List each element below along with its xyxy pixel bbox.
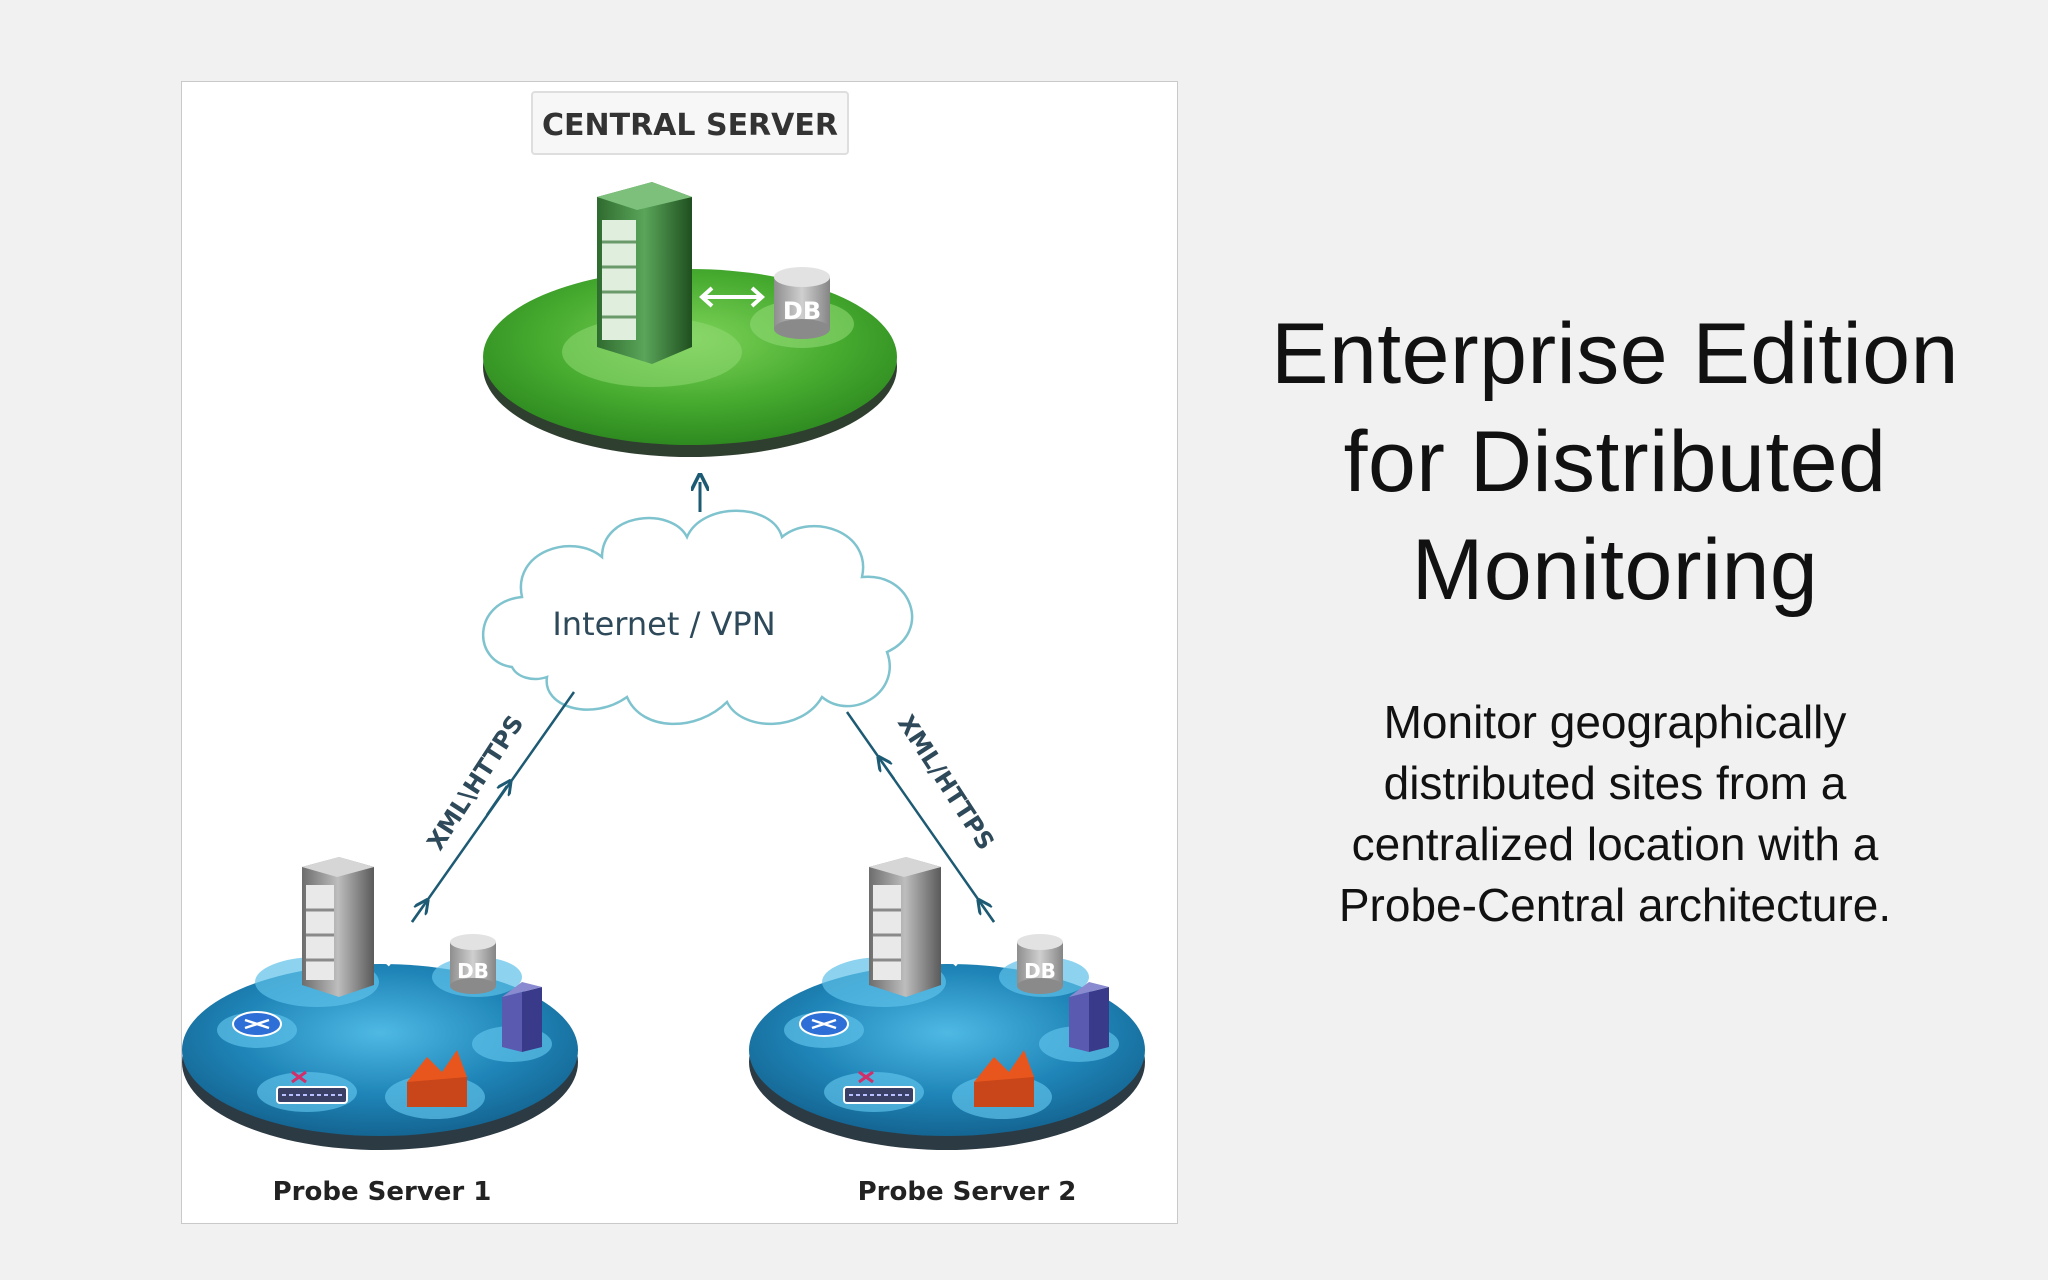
central-server-icon xyxy=(597,182,692,364)
probe-2-storage-icon xyxy=(1069,982,1109,1052)
probe-2-server-icon xyxy=(869,857,941,997)
body-line: Monitor geographically xyxy=(1383,696,1847,748)
right-link-arrow-mid xyxy=(882,762,896,780)
right-link-line xyxy=(845,711,996,923)
probe-1-storage-icon xyxy=(502,982,542,1052)
left-link-arrow-bottom xyxy=(410,905,424,923)
probe-2-switch-icon xyxy=(843,1070,915,1104)
central-sync-arrow-icon xyxy=(699,286,765,308)
slide-headline: Enterprise Edition for Distributed Monit… xyxy=(1200,300,2030,624)
headline-line: Monitoring xyxy=(1411,522,1819,618)
central-server-label: CENTRAL SERVER xyxy=(542,108,838,143)
probe-1-router-icon xyxy=(232,1011,282,1037)
right-link-arrow-bottom xyxy=(982,905,996,923)
central-db-icon xyxy=(774,267,830,339)
probe-1-db-icon xyxy=(450,934,496,994)
probe-1-firewall-icon xyxy=(407,1050,467,1107)
probe-1-server-icon xyxy=(302,857,374,997)
probe-2-db-label: DB xyxy=(1024,959,1056,983)
probe-2-firewall-icon xyxy=(974,1050,1034,1107)
left-link-arrow-mid xyxy=(485,786,507,816)
headline-line: Enterprise Edition xyxy=(1271,306,1959,402)
central-label-box xyxy=(531,91,849,155)
cloud-label: Internet / VPN xyxy=(552,605,775,643)
text-panel: Enterprise Edition for Distributed Monit… xyxy=(1200,300,2030,936)
headline-line: for Distributed xyxy=(1343,414,1887,510)
probe-2-router-icon xyxy=(799,1011,849,1037)
probe-1-switch-icon xyxy=(276,1070,348,1104)
body-line: distributed sites from a xyxy=(1383,757,1847,809)
diagram-canvas: CENTRAL SERVER xyxy=(182,91,1145,1207)
body-line: Probe-Central architecture. xyxy=(1338,879,1892,931)
architecture-diagram: CENTRAL SERVER xyxy=(181,81,1178,1224)
probe-1-db-label: DB xyxy=(457,959,489,983)
probe-2-db-icon xyxy=(1017,934,1063,994)
probe-1-label: Probe Server 1 xyxy=(273,1177,492,1207)
probe-2-label: Probe Server 2 xyxy=(858,1177,1077,1207)
right-link-label: XML/HTTPS xyxy=(892,710,1000,855)
central-db-label: DB xyxy=(783,297,821,325)
slide-body-text: Monitor geographically distributed sites… xyxy=(1200,692,2030,936)
cloud-icon xyxy=(481,509,914,726)
probe-2-sync-arrow-icon xyxy=(946,949,1007,967)
body-line: centralized location with a xyxy=(1351,818,1879,870)
probe-1-sync-arrow-icon xyxy=(379,949,440,967)
